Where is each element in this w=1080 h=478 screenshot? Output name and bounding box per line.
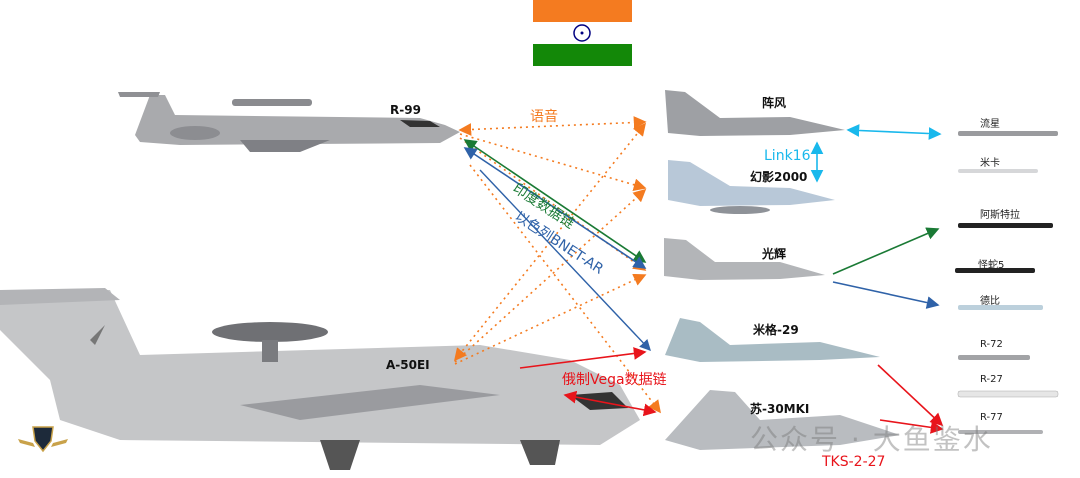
missile-label: 阿斯特拉 (980, 210, 1020, 221)
mirage-label: 幻影2000 (750, 170, 808, 184)
shield-logo-icon (18, 426, 68, 453)
missile-label: R-27 (980, 374, 1003, 385)
tejas-derby-arrow (832, 281, 940, 309)
arab-defense-forum-logo (8, 425, 78, 456)
mig29-label: 米格-29 (753, 323, 799, 337)
tejas-label: 光辉 (762, 247, 787, 261)
missile-label: 怪蛇5 (978, 260, 1005, 271)
a50-aircraft (0, 288, 640, 470)
missile-label: 德比 (980, 296, 1000, 307)
link16-arrow-h (846, 124, 942, 140)
su30-aircraft (665, 390, 900, 450)
india-flag (533, 0, 632, 66)
tejas-aircraft (664, 238, 825, 280)
tks-label: TKS-2-27 (822, 454, 886, 470)
mirage-aircraft (668, 160, 835, 214)
r99-label: R-99 (390, 103, 421, 117)
israeli-datalink-arrow-2 (479, 169, 651, 352)
missile-label: 米卡 (980, 158, 1000, 169)
r99-aircraft (118, 92, 460, 152)
tejas-astra-arrow (832, 227, 940, 275)
russian-datalink-arrow-1 (519, 347, 647, 369)
link16-label: Link16 (764, 148, 811, 164)
mig29-aircraft (665, 318, 880, 362)
su30-label: 苏-30MKI (750, 402, 810, 416)
rafale-label: 阵风 (762, 96, 787, 110)
missile-label: R-77 (980, 412, 1003, 423)
rafale-aircraft (665, 90, 845, 136)
watermark: 公众号 · 大鱼鉴水 (750, 423, 993, 456)
missile-shapes (955, 131, 1059, 434)
a50-label: A-50EI (386, 358, 430, 372)
voice-link-label: 语音 (530, 109, 558, 125)
israeli-datalink-arrow (463, 147, 647, 269)
su30-r77-arrow (879, 419, 944, 434)
mig-r77-arrow (877, 364, 944, 427)
russian-datalink-label: 俄制Vega数据链 (562, 372, 667, 388)
missile-label: R-72 (980, 339, 1003, 350)
russian-datalink-arrow-2 (563, 390, 657, 417)
missile-label: 流星 (980, 119, 1000, 130)
